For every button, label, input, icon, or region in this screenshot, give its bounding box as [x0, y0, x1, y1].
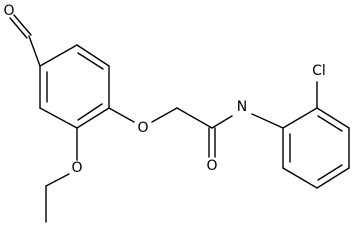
ether-bond-1: [108, 107, 135, 123]
ring-b-inner-1: [317, 115, 343, 132]
ring-b-bond-2: [316, 107, 350, 129]
bonds: [9, 14, 350, 223]
ring-b-bond-1: [282, 107, 318, 129]
ether-bond-2: [151, 107, 178, 123]
n-aryl-bond: [251, 113, 284, 129]
ethoxy-oxygen-label: O: [71, 160, 82, 176]
aldehyde-double-bond-a: [9, 17, 28, 39]
atom-labels: O O O O N Cl: [3, 3, 325, 176]
carbonyl-oxygen-label: O: [206, 158, 217, 174]
amide-bond: [211, 115, 233, 129]
ring-a-inner-1: [77, 52, 104, 70]
structure-diagram: O O O O N Cl: [3, 3, 350, 223]
aldehyde-double-bond-b: [13, 14, 32, 36]
ethoxy-bond-2: [45, 173, 70, 187]
amide-nitrogen-label: N: [237, 99, 247, 115]
aldehyde-ring-bond: [28, 35, 41, 67]
ring-a-bond-1: [39, 44, 78, 67]
chlorine-label: Cl: [312, 63, 326, 79]
ring-a-bond-2: [76, 44, 110, 67]
ring-a-bond-4: [76, 107, 110, 129]
aldehyde-oxygen-label: O: [3, 3, 14, 19]
ch2-carbonyl-bond: [176, 107, 213, 129]
ether-oxygen-label: O: [137, 120, 148, 136]
ring-b-inner-2: [317, 164, 343, 181]
ring-b-bond-5: [282, 167, 318, 189]
ring-b-bond-4: [316, 167, 350, 189]
ring-a-bond-5: [39, 107, 78, 129]
ring-a-inner-2: [77, 103, 103, 121]
